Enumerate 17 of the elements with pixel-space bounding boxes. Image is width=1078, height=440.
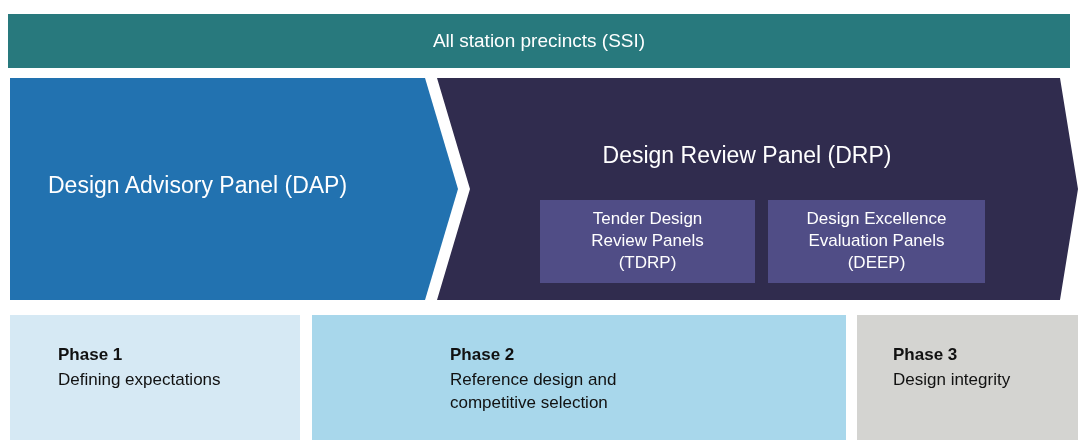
phase-panel — [10, 315, 300, 440]
band-title: All station precincts (SSI) — [431, 30, 647, 52]
phase-heading: Phase 3 — [893, 345, 958, 365]
phase-description: Defining expectations — [58, 369, 222, 391]
panel-title: Design Advisory Panel (DAP) — [48, 172, 349, 199]
panel-title: Design Review Panel (DRP) — [601, 142, 893, 169]
phase-panel — [312, 315, 846, 440]
sub-panel-label: Tender Design Review Panels (TDRP) — [590, 208, 705, 274]
phase-description: Design integrity — [893, 369, 1012, 391]
sub-panel — [768, 200, 985, 283]
phase-heading: Phase 2 — [450, 345, 515, 365]
phase-panel — [857, 315, 1078, 440]
header-band — [8, 14, 1070, 68]
phase-description: Reference design and competitive selection — [450, 369, 618, 414]
sub-panel-label: Design Excellence Evaluation Panels (DEEP) — [805, 208, 948, 274]
sub-panel — [540, 200, 755, 283]
phase-heading: Phase 1 — [58, 345, 123, 365]
